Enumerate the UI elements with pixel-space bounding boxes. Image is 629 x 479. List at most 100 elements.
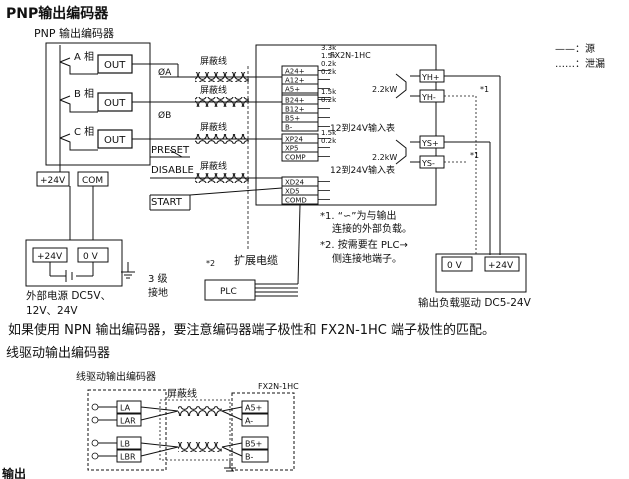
svg-text:+24V: +24V: [488, 261, 514, 271]
svg-text:YH+: YH+: [421, 73, 440, 82]
svg-text:OUT: OUT: [104, 98, 126, 109]
ys-resistor: 2.2kW: [372, 153, 397, 162]
output-wiring: [395, 73, 501, 255]
fx-module-title: FX2N-1HC: [330, 51, 371, 60]
shield-coil-a: [195, 72, 249, 82]
shield-coil-c: [195, 134, 249, 144]
yh-minus-box: YH-: [419, 89, 445, 103]
legend-source: ——：源: [555, 42, 595, 55]
fx-terminal-label: A5+: [285, 86, 300, 94]
encoder-com-box: COM: [77, 171, 109, 187]
load-power-box: [435, 253, 527, 293]
battery-symbol-ext: [49, 262, 94, 282]
load-power-24v: +24V: [484, 256, 520, 272]
load-power-label: 输出负载驱动 DC5-24V: [418, 296, 532, 309]
section2-shield-box: [159, 399, 231, 461]
phase-b-label: B 相: [74, 87, 94, 100]
resistor-label: 0.2k: [321, 137, 337, 145]
ext-power-label-2: 12V、24V: [26, 305, 78, 317]
svg-text:COM: COM: [82, 176, 103, 186]
yh-resistor: 2.2kW: [372, 85, 397, 94]
start-label: START: [151, 197, 183, 208]
phase-c-label: C 相: [74, 125, 94, 138]
section2-encoder-box: [87, 389, 167, 471]
fx-terminal-label: XD5: [285, 188, 300, 196]
encoder-terminal-label: LBR: [120, 453, 136, 462]
fx-terminal-2-label: A5+: [245, 404, 262, 413]
npn-note: 如果使用 NPN 输出编码器，要注意编码器端子极性和 FX2N-1HC 端子极性…: [8, 322, 495, 338]
section2-coil-a: [178, 406, 222, 416]
shield-label-4: 屏蔽线: [200, 160, 227, 172]
svg-text:YS-: YS-: [421, 159, 435, 168]
resistor-labels: 3.3k1.5k0.2k0.2k1.5k0.2k1.5k0.2k: [321, 44, 337, 145]
fx-terminal-label: A24+: [285, 68, 305, 76]
svg-text:0 V: 0 V: [447, 261, 463, 271]
resistor-label: 1.5k: [321, 88, 337, 96]
section2-fx-title: FX2N-1HC: [258, 382, 299, 391]
shield-label-3: 屏蔽线: [200, 121, 227, 133]
resistor-label: 0.2k: [321, 60, 337, 68]
signal-b-label: ØB: [158, 110, 171, 121]
section2-fx-box: [231, 392, 295, 471]
section2-ground: [224, 460, 236, 472]
signal-a-label: ØA: [158, 67, 172, 78]
fx-terminal-label: B12+: [285, 106, 305, 114]
fx-terminal-label: XD24: [285, 179, 305, 187]
ground-label-1: 3 级: [148, 273, 168, 285]
switch-symbols: [149, 149, 283, 211]
svg-text:+24V: +24V: [37, 252, 63, 262]
shield-coil-d: [195, 173, 249, 183]
ys-plus-box: YS+: [419, 135, 445, 149]
encoder-terminal-label: LAR: [120, 417, 136, 426]
ext-cable-label: 扩展电缆: [234, 253, 278, 267]
ground-symbol: [121, 262, 135, 279]
note-1-line1: *1. “∽”为与输出: [320, 209, 396, 222]
ext-power-24v: +24V: [32, 247, 68, 263]
input-note-a: 12到24V输入表: [330, 122, 395, 134]
shield-coil-b: [195, 97, 249, 107]
svg-text:YS+: YS+: [421, 139, 439, 148]
encoder-box: [45, 42, 151, 166]
out-box-b: OUT: [97, 92, 133, 112]
section2-coil-b: [178, 442, 222, 452]
plc-note-star: *2: [206, 259, 215, 268]
star1-a: *1: [480, 85, 489, 94]
svg-text:YH-: YH-: [421, 93, 436, 102]
fx-terminal-label: COMD: [285, 197, 307, 205]
fx-terminal-label: B-: [285, 124, 293, 132]
fx-terminal-label: B5+: [285, 115, 300, 123]
encoder-terminal-label: LB: [120, 440, 130, 449]
phase-a-label: A 相: [74, 50, 94, 63]
shield-label-2: 屏蔽线: [200, 84, 227, 96]
yh-plus-box: YH+: [419, 69, 445, 83]
fx-terminal-label: COMP: [285, 154, 306, 162]
note-2-line1: *2. 按需要在 PLC→: [320, 238, 408, 251]
disable-label: DISABLE: [151, 165, 194, 176]
fx-module-box: [255, 44, 437, 206]
encoder-transistors: [59, 45, 98, 172]
resistor-label: 1.5k: [321, 129, 337, 137]
ext-cable-lines: [255, 204, 301, 297]
shield-label-1: 屏蔽线: [200, 55, 227, 67]
fx-terminal-block: A24+A12+A5+A-B24+B12+B5+B-XP24XP5COMPXD2…: [281, 65, 330, 205]
note-2-line2: 侧连接地端子。: [332, 252, 402, 265]
note-1-line2: 连接的外部负载。: [332, 222, 412, 235]
fx-terminal-label: B24+: [285, 97, 305, 105]
resistor-label: 0.2k: [321, 96, 337, 104]
ground-label-2: 接地: [148, 286, 168, 299]
svg-text:PLC: PLC: [220, 287, 237, 297]
svg-text:OUT: OUT: [104, 60, 126, 71]
out-box-c: OUT: [97, 129, 133, 149]
fx-terminal-label: A12+: [285, 77, 305, 85]
encoder-24v-box: +24V: [36, 171, 70, 187]
plc-box: PLC: [204, 279, 256, 301]
fx-terminal-2-label: B-: [245, 453, 253, 462]
legend-sink: ……：泄漏: [555, 57, 605, 70]
fx-terminal-label: XP24: [285, 136, 303, 144]
resistor-label: 1.5k: [321, 52, 337, 60]
section2-encoder-label: 线驱动输出编码器: [76, 370, 156, 383]
section1-title: PNP输出编码器: [6, 5, 109, 22]
svg-text:OUT: OUT: [104, 135, 126, 146]
